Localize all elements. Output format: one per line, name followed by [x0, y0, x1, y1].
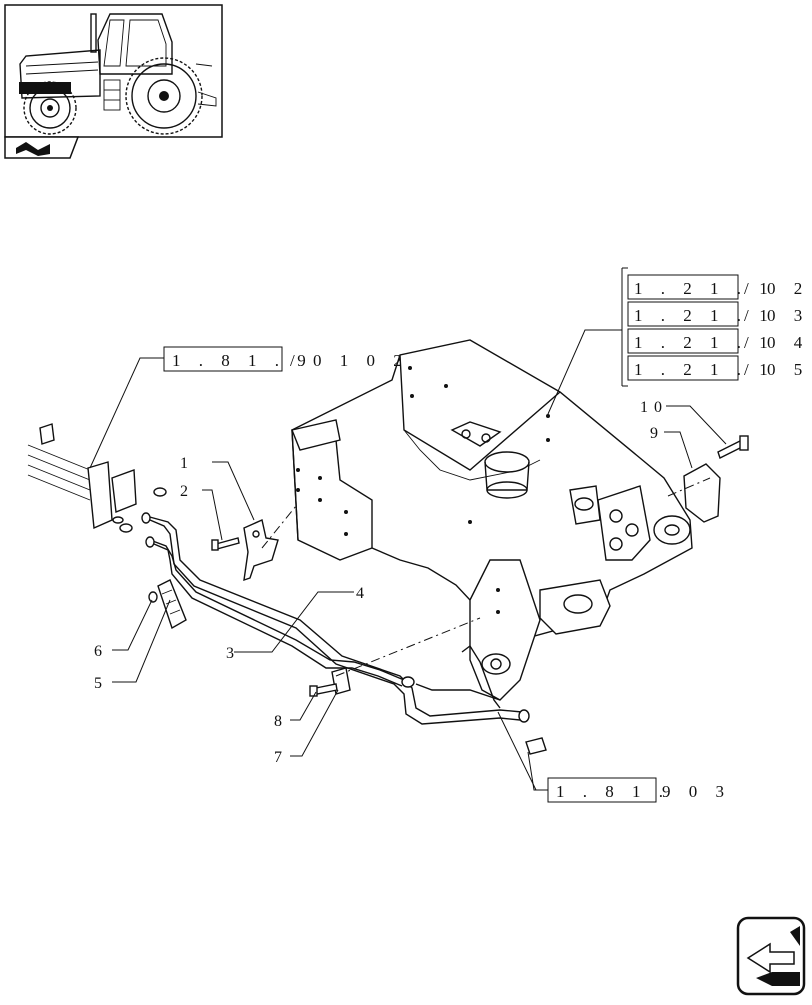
- cover-plate-9: [683, 463, 721, 523]
- reference-chassis-3-code: 1 . 2 1 . 1: [634, 333, 775, 352]
- reference-top-code: 1 . 8 1 . 9: [172, 351, 313, 370]
- section-tag-icon: [4, 136, 80, 159]
- nut-6: [148, 591, 158, 603]
- reference-bottom-code: 1 . 8 1 .: [556, 782, 670, 801]
- reference-link-chassis-2[interactable]: 1 . 2 1 . 1 / 0 3: [627, 301, 809, 327]
- bracket-1: [243, 519, 279, 582]
- callout-6: 6: [94, 643, 103, 660]
- reference-chassis-4-code: 1 . 2 1 . 1: [634, 360, 775, 379]
- valve-block-drawing: [27, 423, 167, 533]
- callout-3: 3: [226, 645, 235, 662]
- bolt-2: [211, 537, 240, 551]
- callout-1: 1: [180, 455, 189, 472]
- hydraulic-pipes-drawing: [141, 512, 547, 755]
- reference-chassis-3-suffix: / 0 4: [744, 333, 809, 352]
- reference-link-bottom[interactable]: 1 . 8 1 . 9 0 3: [547, 777, 731, 803]
- reference-link-top[interactable]: 1 . 8 1 . 9 / 0 1 0 2: [163, 346, 409, 372]
- reference-top-suffix: / 0 1 0 2: [290, 351, 409, 370]
- tractor-thumbnail-icon: [4, 4, 223, 138]
- leader-lines: [89, 267, 727, 791]
- bolt-10: [717, 435, 749, 459]
- callout-5: 5: [94, 675, 103, 692]
- reference-bottom-suffix: 9 0 3: [662, 782, 731, 801]
- next-page-arrow-icon[interactable]: [736, 916, 806, 996]
- callout-9: 9: [650, 425, 659, 442]
- callout-8: 8: [274, 713, 283, 730]
- front-axle-support-drawing: [291, 339, 693, 701]
- bolt-8: [309, 683, 338, 697]
- reference-link-chassis-3[interactable]: 1 . 2 1 . 1 / 0 4: [627, 328, 809, 354]
- callout-7: 7: [274, 749, 283, 766]
- reference-link-chassis-1[interactable]: 1 . 2 1 . 1 / 0 2: [627, 274, 809, 300]
- reference-chassis-2-suffix: / 0 3: [744, 306, 809, 325]
- reference-link-chassis-4[interactable]: 1 . 2 1 . 1 / 0 5: [627, 355, 809, 381]
- callout-10: 1 0: [640, 399, 663, 416]
- reference-chassis-4-suffix: / 0 5: [744, 360, 809, 379]
- clamp-5: [157, 579, 187, 630]
- callout-2: 2: [180, 483, 189, 500]
- reference-chassis-2-code: 1 . 2 1 . 1: [634, 306, 775, 325]
- reference-chassis-1-suffix: / 0 2: [744, 279, 809, 298]
- reference-chassis-1-code: 1 . 2 1 . 1: [634, 279, 775, 298]
- callout-4: 4: [356, 585, 365, 602]
